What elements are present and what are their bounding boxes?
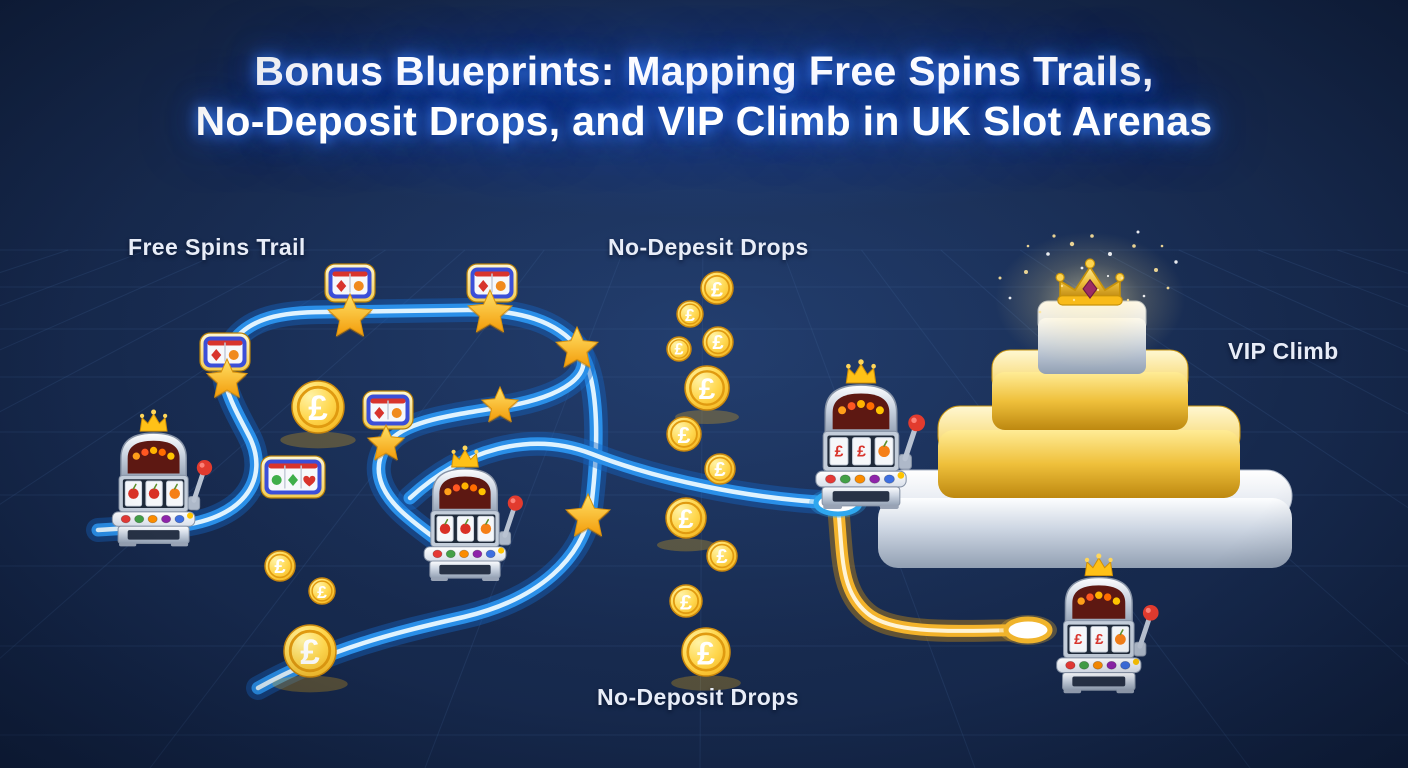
slot-lever xyxy=(187,460,213,511)
pound-coin-icon: £ xyxy=(280,380,356,449)
label-vip-climb: VIP Climb xyxy=(1228,338,1339,364)
slot-lever xyxy=(898,414,926,470)
svg-text:£: £ xyxy=(685,305,695,325)
pound-coin-icon: £ xyxy=(700,271,734,305)
title-line-1: Bonus Blueprints: Mapping Free Spins Tra… xyxy=(254,48,1154,94)
page-title: Bonus Blueprints: Mapping Free Spins Tra… xyxy=(0,46,1408,147)
svg-text:£: £ xyxy=(716,546,728,568)
title-line-2: No-Deposit Drops, and VIP Climb in UK Sl… xyxy=(195,98,1213,145)
pound-coin-icon: £ xyxy=(666,336,692,362)
vip-podium xyxy=(877,230,1293,568)
slot-lever xyxy=(498,495,523,546)
mini-slot-badge-icon xyxy=(362,390,414,430)
svg-text:£: £ xyxy=(680,589,692,614)
label-free-spins-trail: Free Spins Trail xyxy=(128,234,306,260)
checkpoint-node xyxy=(999,615,1057,645)
pound-coin-icon: £ xyxy=(666,416,702,452)
pound-coin-icon: £ xyxy=(671,627,741,691)
pound-coin-icon: £ xyxy=(669,584,703,618)
svg-text:£: £ xyxy=(678,422,691,448)
crown-icon xyxy=(845,359,877,384)
svg-text:£: £ xyxy=(699,373,716,406)
slot-lever xyxy=(1133,605,1159,657)
svg-text:£: £ xyxy=(711,276,723,301)
svg-text:£: £ xyxy=(678,504,693,534)
svg-text:£: £ xyxy=(300,633,320,672)
crown-icon xyxy=(139,409,168,432)
svg-text:£: £ xyxy=(317,582,327,602)
pound-coin-icon: £ xyxy=(702,326,734,358)
pound-coin-icon: £ xyxy=(308,577,336,605)
label-no-deposit-drops-top: No-Depesit Drops xyxy=(608,234,809,260)
svg-text:£: £ xyxy=(697,635,715,671)
svg-text:£: £ xyxy=(714,459,726,481)
pound-coin-icon: £ xyxy=(675,365,739,425)
pound-coin-icon: £ xyxy=(676,300,704,328)
svg-text:£: £ xyxy=(674,341,683,359)
pound-coin-icon: £ xyxy=(264,550,296,582)
pound-coin-icon: £ xyxy=(706,540,738,572)
svg-text:£: £ xyxy=(712,332,724,354)
pound-coin-icon: £ xyxy=(704,453,736,485)
svg-text:£: £ xyxy=(308,389,328,428)
svg-text:£: £ xyxy=(1095,632,1104,648)
slot-machine-icon: ££ xyxy=(1056,553,1159,694)
pound-coin-icon: £ xyxy=(657,497,715,552)
mini-slot-badge-icon xyxy=(260,455,326,499)
svg-text:£: £ xyxy=(857,443,866,460)
label-no-deposit-drops-bottom: No-Deposit Drops xyxy=(597,684,799,710)
svg-text:£: £ xyxy=(274,556,286,578)
svg-text:£: £ xyxy=(835,443,844,460)
svg-text:£: £ xyxy=(1074,632,1083,648)
